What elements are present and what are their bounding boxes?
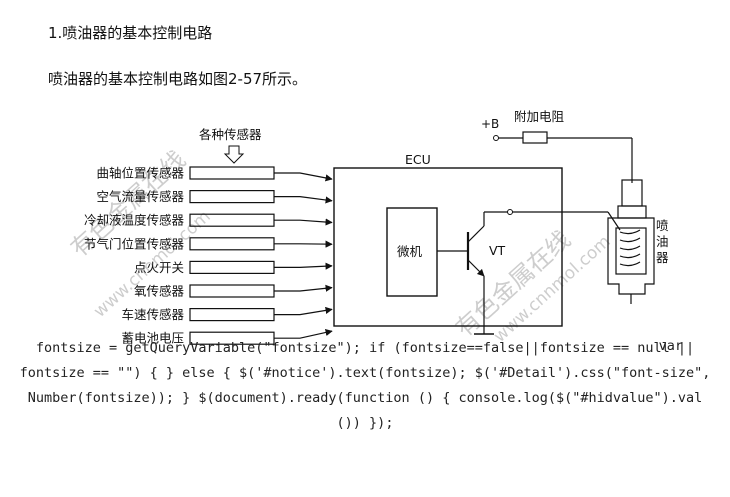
sensor-connection (274, 218, 333, 226)
sensor-label: 冷却液温度传感器 (84, 213, 185, 228)
section-heading: 1.喷油器的基本控制电路 (48, 24, 213, 42)
sensor-box (189, 189, 275, 204)
battery-label: +B (481, 117, 499, 131)
sensor-label: 曲轴位置传感器 (96, 166, 184, 181)
sensor-label: 点火开关 (134, 260, 184, 275)
code-line-1: fontsize = getQueryVariable("fontsize");… (35, 340, 695, 356)
sensor-connection (274, 328, 333, 339)
sensor-box (189, 284, 275, 298)
resistor (522, 131, 548, 144)
sensor-label: 节气门位置传感器 (84, 236, 185, 251)
sensors-title: 各种传感器 (199, 127, 262, 142)
mcu-box (386, 207, 438, 297)
mcu-label: 微机 (397, 244, 423, 259)
circuit-svg: 有色金属在线 www.cnnmol.com 有色金属在线 www.cnnmol.… (65, 109, 669, 347)
sensor-label: 空气流量传感器 (96, 189, 184, 204)
sensor-row: 点火开关 (134, 260, 333, 275)
battery-terminal (493, 135, 499, 141)
sensor-row: 氧传感器 (134, 284, 333, 299)
sensor-label: 氧传感器 (134, 284, 185, 299)
injector-label-2: 油 (656, 234, 669, 249)
ecu-label: ECU (405, 152, 431, 167)
sensor-label: 车速传感器 (121, 307, 184, 322)
injector-circuit-diagram: 有色金属在线 www.cnnmol.com 有色金属在线 www.cnnmol.… (60, 108, 675, 353)
sensor-row: 空气流量传感器 (96, 189, 333, 204)
sensor-box (189, 308, 275, 322)
injector-label-1: 喷 (656, 218, 669, 233)
down-arrow-icon (223, 145, 245, 164)
sensor-connection (274, 262, 333, 270)
code-line-4: ()) }); (336, 415, 394, 431)
sensor-label: 蓄电池电压 (121, 331, 184, 346)
resistor-label: 附加电阻 (514, 109, 565, 124)
code-line-0: var (658, 338, 683, 354)
ecu-box (333, 167, 563, 327)
code-line-3: Number(fontsize)); } $(document).ready(f… (27, 390, 703, 406)
transistor-label: VT (489, 243, 506, 258)
sensor-connection (274, 306, 333, 316)
sensor-row: 冷却液温度传感器 (84, 213, 333, 228)
injector-label-3: 器 (656, 250, 669, 265)
sensor-row: 蓄电池电压 (121, 328, 333, 346)
sensor-box (189, 166, 275, 180)
sensor-row: 曲轴位置传感器 (96, 166, 333, 182)
code-line-2: fontsize == "") { } else { $('#notice').… (19, 365, 711, 381)
sensor-connection (274, 196, 333, 204)
sensor-row: 节气门位置传感器 (84, 236, 333, 251)
sensor-row: 车速传感器 (121, 306, 333, 322)
sensor-connection (274, 284, 333, 292)
intro-paragraph: 喷油器的基本控制电路如图2-57所示。 (48, 70, 308, 88)
sensor-rows: 曲轴位置传感器空气流量传感器冷却液温度传感器节气门位置传感器点火开关氧传感器车速… (84, 166, 333, 346)
injector-symbol (607, 179, 655, 304)
sensor-box (189, 260, 275, 274)
sensor-box (189, 237, 275, 251)
code-block: fontsize = getQueryVariable("fontsize");… (0, 336, 730, 436)
sensor-connection (274, 172, 333, 182)
